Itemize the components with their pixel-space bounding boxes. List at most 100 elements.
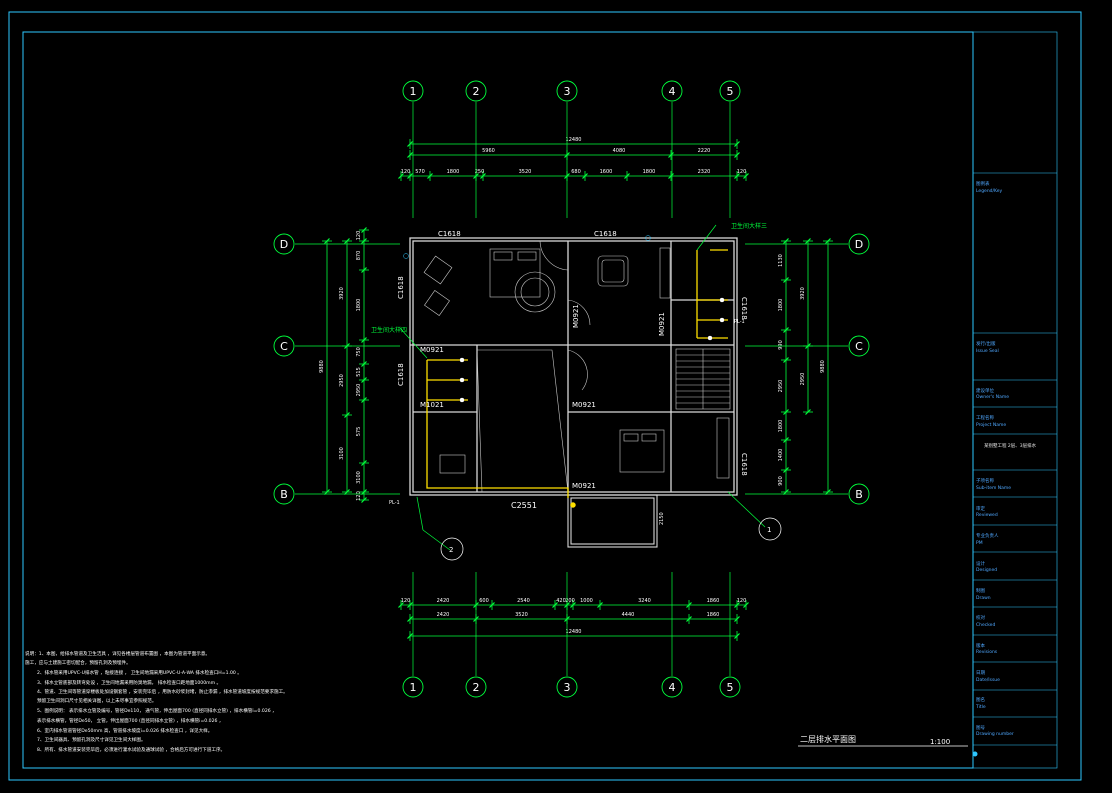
tb-title-cn: 图名 [976, 698, 985, 703]
staircase [675, 348, 731, 410]
dim-text: 2950 [800, 373, 806, 386]
north-marker [972, 751, 978, 757]
note-line: 6、室内排水管道管径De50mm 高，管道排水坡度i=0.026 排水检查口 ，… [37, 729, 213, 734]
window-label: C1618 [397, 276, 405, 299]
svg-text:2: 2 [473, 85, 480, 98]
tb-owner-en: Owner's Name [976, 395, 1009, 400]
tb-revisions-en: Revisions [976, 650, 998, 655]
pipe-label: PL-1 [734, 319, 745, 325]
axis-bubble-D: D [273, 233, 295, 255]
title-block-lines [973, 172, 1057, 746]
dim-text: 680 [571, 169, 581, 175]
dim-text: 900 [778, 476, 784, 486]
dim-text: 1600 [600, 169, 613, 175]
pipe-label: PL-1 [389, 500, 400, 506]
tb-date-cn: 日期 [976, 671, 985, 676]
dim-text: 3100 [356, 471, 362, 484]
svg-text:C: C [280, 340, 288, 353]
window-label: C1618 [397, 363, 405, 386]
axis-bubble-2: 2 [465, 676, 487, 698]
plan-labels: C1618 C1618 C1618 C1618 C1618 C1618 C255… [371, 222, 771, 554]
dim-text: 120 [356, 491, 362, 501]
armchair-1 [423, 255, 453, 285]
axis-bubble-B: B [273, 483, 295, 505]
note-line: 表示排水横管，管径De50， 立管，伸出屋面700 (直径同排水立管) ，排水横… [37, 719, 224, 724]
tb-title-en: Title [976, 705, 986, 710]
detail-number: 2 [449, 546, 453, 554]
note-line: 2、排水管采用UPVC-U排水管 ，粘接连接 ， 卫生间地漏采用UPVC-U-A… [37, 671, 242, 676]
note-line: 7、卫生间器具、预留孔洞及尺寸详见卫生间大样图。 [37, 738, 146, 743]
tb-checked-cn: 校对 [976, 616, 985, 621]
dim-text: 570 [415, 169, 425, 175]
dim-text: 2420 [437, 598, 450, 604]
axis-bubble-2: 2 [465, 80, 487, 102]
dim-text: 1860 [707, 598, 720, 604]
fixtures [403, 235, 725, 508]
tb-legend-en: Legend/Key [976, 189, 1003, 194]
dim-text: 4080 [613, 148, 626, 154]
round-rug [514, 271, 556, 313]
dim-text: 9880 [820, 360, 826, 373]
svg-text:B: B [280, 488, 288, 501]
dim-text: 3240 [638, 598, 651, 604]
dim-text: 12480 [566, 629, 582, 635]
dim-text: 3920 [800, 287, 806, 300]
svg-text:1: 1 [410, 681, 417, 694]
tb-drawn-cn: 制图 [976, 589, 985, 594]
dim-text: 1800 [447, 169, 460, 175]
axis-bubble-5: 5 [719, 80, 741, 102]
tb-subitem-cn: 子项名称 [976, 479, 994, 484]
tb-review-cn: 审定 [976, 507, 985, 512]
dim-text: 120 [401, 598, 411, 604]
tb-legend-cn: 图例表 [976, 182, 990, 187]
dim-text: 575 [356, 427, 362, 437]
dim-text: 9880 [319, 360, 325, 373]
dim-text: 515 [356, 367, 362, 377]
note-line: 5、图例说明： 表示排水立管及编号，管径De110， 通气管，伸出屋面700 (… [37, 709, 277, 714]
detail-circle-right [758, 517, 782, 541]
dim-text: 1800 [778, 299, 784, 312]
window-label: C1618 [740, 297, 748, 320]
drain-pipes [426, 249, 728, 498]
riser-label: 卫生间大样四 [371, 326, 407, 334]
bed-2 [619, 429, 665, 473]
dim-text: 750 [356, 347, 362, 357]
svg-text:3: 3 [564, 85, 571, 98]
dim-text: 4440 [622, 612, 635, 618]
dim-text: 600 [479, 598, 489, 604]
axis-bubble-C: C [273, 335, 295, 357]
tb-drawn-en: Drawn [976, 596, 991, 601]
svg-text:D: D [855, 238, 863, 251]
door-label: M0921 [572, 401, 596, 409]
svg-text:2: 2 [473, 681, 480, 694]
dim-text: 12480 [566, 137, 582, 143]
detail-number: 1 [767, 526, 771, 534]
tb-checked-en: Checked [976, 623, 996, 628]
dim-text: 2950 [356, 384, 362, 397]
door-label: M1021 [420, 401, 444, 409]
window-label: C1618 [594, 230, 617, 238]
dim-text: 120 [737, 598, 747, 604]
dim-text: 2540 [517, 598, 530, 604]
armchair-2 [424, 290, 450, 316]
axis-grid-lines [295, 102, 848, 676]
svg-text:5: 5 [727, 681, 734, 694]
dim-text: 2950 [778, 380, 784, 393]
dim-text: 1860 [707, 612, 720, 618]
dim-text: 2320 [698, 169, 711, 175]
tb-project-en: Project Name [976, 423, 1007, 428]
dim-text: 2420 [437, 612, 450, 618]
note-line: 预留卫生间洞口尺寸见相关详图，以上未尽事宜参照规范。 [37, 699, 157, 704]
dim-text: 3100 [339, 447, 345, 460]
axis-bubble-C: C [848, 335, 870, 357]
dim-text: 1130 [778, 254, 784, 267]
door-label: M0921 [420, 346, 444, 354]
dim-text: 250 [475, 169, 485, 175]
tb-number-cn: 图号 [976, 726, 985, 731]
window-label: C2551 [511, 501, 537, 510]
svg-text:D: D [280, 238, 288, 251]
wardrobe [716, 417, 730, 479]
dim-text: 1800 [356, 299, 362, 312]
